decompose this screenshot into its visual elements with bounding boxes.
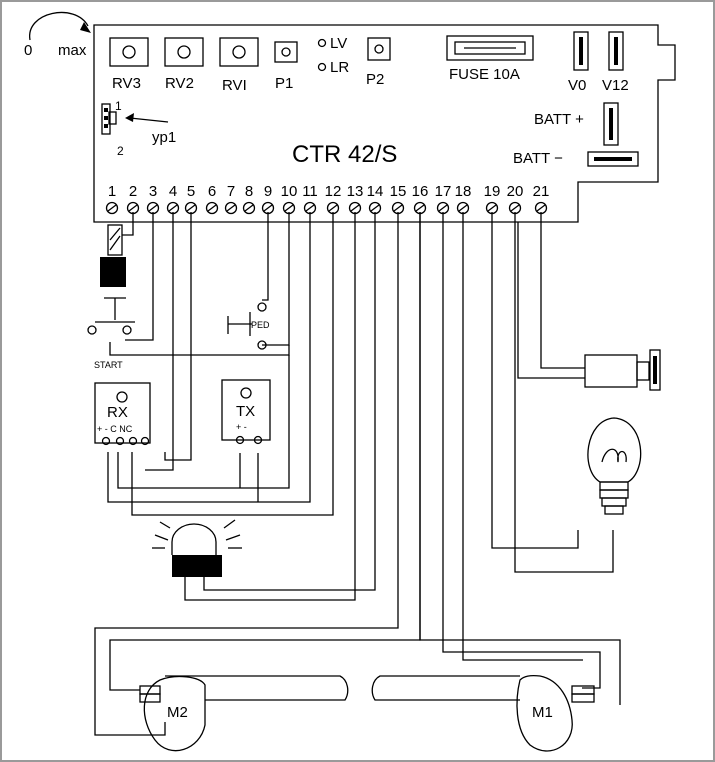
terminal-15-label: 15: [390, 183, 407, 200]
terminal-8-screw-icon: [242, 201, 256, 215]
motor-m2: [139, 675, 349, 752]
jumper-label: yp1: [152, 129, 176, 146]
ped-label: PED: [251, 320, 270, 330]
terminal-16-screw-icon: [413, 201, 427, 215]
terminal-20-screw-icon: [508, 201, 522, 215]
terminal-3-label: 3: [149, 183, 157, 200]
trimmer-rvi-label: RVI: [222, 77, 247, 94]
board-title: CTR 42/S: [292, 141, 397, 168]
ped-button-icon: [227, 302, 267, 350]
terminal-strip: [105, 201, 548, 215]
terminal-v0-icon: [573, 31, 589, 71]
motor-m1: [371, 674, 595, 752]
terminal-7-label: 7: [227, 183, 235, 200]
terminal-5-screw-icon: [184, 201, 198, 215]
terminal-5-label: 5: [187, 183, 195, 200]
batt-plus-label: BATT +: [534, 111, 584, 128]
arrow-icon: [125, 113, 169, 123]
terminal-10-screw-icon: [282, 201, 296, 215]
terminal-12-label: 12: [325, 183, 342, 200]
led-lv-icon: [317, 38, 327, 48]
tx-pins-label: + -: [236, 422, 247, 432]
electric-lock-icon: [584, 349, 661, 391]
trimmer-rv3-label: RV3: [112, 75, 141, 92]
terminal-4-screw-icon: [166, 201, 180, 215]
rotation-max-label: max: [58, 42, 87, 59]
terminal-19-label: 19: [484, 183, 501, 200]
terminal-3-screw-icon: [146, 201, 160, 215]
terminal-4-label: 4: [169, 183, 177, 200]
terminal-21-label: 21: [533, 183, 550, 200]
terminal-15-screw-icon: [391, 201, 405, 215]
trimmer-rvi: [219, 37, 259, 67]
terminal-16-label: 16: [412, 183, 429, 200]
terminal-11-label: 11: [302, 183, 318, 200]
terminal-2-label: 2: [129, 183, 137, 200]
button-p1: [274, 41, 298, 63]
terminal-9-screw-icon: [261, 201, 275, 215]
jumper-pin-2-label: 2: [117, 144, 124, 158]
terminal-11-screw-icon: [303, 201, 317, 215]
terminal-12-screw-icon: [326, 201, 340, 215]
wiring: [94, 212, 621, 736]
rx-pins-label: + - C NC: [97, 424, 133, 434]
terminal-6-label: 6: [208, 183, 216, 200]
button-p2-label: P2: [366, 71, 384, 88]
trimmer-rv2-label: RV2: [165, 75, 194, 92]
terminal-1-screw-icon: [105, 201, 119, 215]
start-label: START: [94, 360, 123, 370]
terminal-9-label: 9: [264, 183, 272, 200]
terminal-13-screw-icon: [348, 201, 362, 215]
tx-label: TX: [236, 403, 255, 420]
terminal-1-label: 1: [108, 183, 116, 200]
terminal-6-screw-icon: [205, 201, 219, 215]
button-p2: [367, 37, 391, 61]
led-lr-icon: [317, 62, 327, 72]
rx-label: RX: [107, 404, 128, 421]
led-lv-label: LV: [330, 35, 347, 52]
motor-m1-label: M1: [532, 704, 553, 721]
v12-label: V12: [602, 77, 629, 94]
terminal-14-screw-icon: [368, 201, 382, 215]
antenna-icon: [100, 224, 126, 287]
terminal-2-screw-icon: [126, 201, 140, 215]
jumper-pin-1-label: 1: [115, 99, 122, 113]
led-lr-label: LR: [330, 59, 349, 76]
tx-transmitter: [221, 379, 271, 445]
terminal-13-label: 13: [347, 183, 364, 200]
terminal-18-screw-icon: [456, 201, 470, 215]
light-bulb-icon: [587, 417, 642, 515]
flashing-lamp-icon: [152, 519, 242, 577]
terminal-8-label: 8: [245, 183, 253, 200]
trimmer-rv3: [109, 37, 149, 67]
v0-label: V0: [568, 77, 586, 94]
terminal-21-screw-icon: [534, 201, 548, 215]
terminal-10-label: 10: [281, 183, 298, 200]
trimmer-rv2: [164, 37, 204, 67]
rotation-min-label: 0: [24, 42, 32, 59]
fuse-label: FUSE 10A: [449, 66, 520, 83]
terminal-14-label: 14: [367, 183, 384, 200]
jumper-yp1-icon: [101, 103, 117, 135]
fuse-icon: [446, 35, 534, 61]
button-p1-label: P1: [275, 75, 293, 92]
terminal-17-screw-icon: [436, 201, 450, 215]
batt-minus-label: BATT −: [513, 150, 563, 167]
terminal-batt-minus-icon: [587, 151, 639, 167]
terminal-20-label: 20: [507, 183, 524, 200]
start-button-icon: [87, 297, 135, 335]
terminal-18-label: 18: [455, 183, 472, 200]
terminal-17-label: 17: [435, 183, 452, 200]
control-board: [93, 24, 676, 223]
terminal-7-screw-icon: [224, 201, 238, 215]
motor-m2-label: M2: [167, 704, 188, 721]
terminal-batt-plus-icon: [603, 102, 619, 146]
terminal-19-screw-icon: [485, 201, 499, 215]
rx-receiver: [94, 382, 151, 446]
rotation-arc-icon: [29, 11, 91, 41]
terminal-v12-icon: [608, 31, 624, 71]
